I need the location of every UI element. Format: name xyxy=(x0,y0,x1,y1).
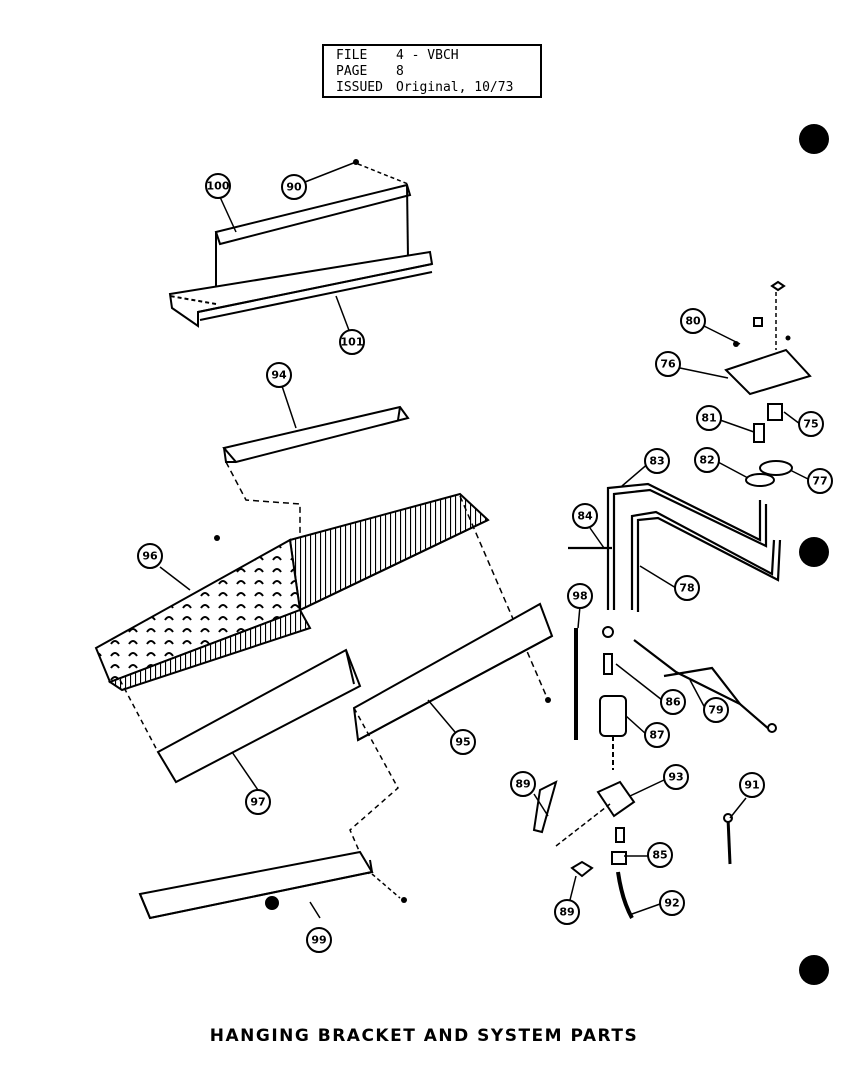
callout-82: 82 xyxy=(694,447,720,473)
callout-label: 99 xyxy=(311,934,326,947)
callout-81: 81 xyxy=(696,405,722,431)
bracket-98 xyxy=(532,780,558,834)
callout-83: 83 xyxy=(644,448,670,474)
punch-hole-top xyxy=(799,124,829,154)
callout-79: 79 xyxy=(703,697,729,723)
callout-label: 90 xyxy=(286,181,302,194)
hanging-bracket xyxy=(168,183,434,328)
callout-86: 86 xyxy=(660,689,686,715)
panel-95 xyxy=(352,602,554,742)
punch-hole-bottom xyxy=(799,955,829,985)
callout-label: 95 xyxy=(455,736,470,749)
callout-label: 79 xyxy=(708,704,723,717)
sleeve-86 xyxy=(603,653,613,675)
callout-80: 80 xyxy=(680,308,706,334)
callout-label: 97 xyxy=(250,796,265,809)
valve-93 xyxy=(596,780,636,818)
callout-label: 76 xyxy=(660,358,676,371)
callout-label: 87 xyxy=(649,729,664,742)
callout-75: 75 xyxy=(798,411,824,437)
callout-label: 92 xyxy=(664,897,679,910)
callout-99: 89 xyxy=(554,899,580,925)
callout-90: 90 xyxy=(281,174,307,200)
callout-101: 101 xyxy=(339,329,365,355)
file-label: FILE xyxy=(336,48,368,63)
callout-pan: 99 xyxy=(306,927,332,953)
callout-97: 97 xyxy=(245,789,271,815)
punch-hole-middle xyxy=(799,537,829,567)
page-label: PAGE xyxy=(336,64,368,79)
callout-78: 78 xyxy=(674,575,700,601)
screw-pan xyxy=(401,897,407,903)
callout-label: 78 xyxy=(679,582,694,595)
tube-88 xyxy=(574,628,578,740)
callout-label: 91 xyxy=(744,779,759,792)
fitting-89 xyxy=(570,860,594,878)
callout-label: 98 xyxy=(572,590,587,603)
callout-label: 94 xyxy=(271,369,287,382)
page-value: 8 xyxy=(396,64,404,79)
callout-label: 93 xyxy=(668,771,683,784)
callout-label: 75 xyxy=(803,418,818,431)
callout-92: 92 xyxy=(659,890,685,916)
callout-85: 85 xyxy=(647,842,673,868)
coil-assembly xyxy=(94,492,490,692)
callout-label: 80 xyxy=(685,315,701,328)
fitting-75 xyxy=(767,403,783,421)
tube-92 xyxy=(616,871,634,919)
mounting-plate-76 xyxy=(724,348,812,396)
tubing xyxy=(606,482,782,731)
leader-lines xyxy=(159,161,811,919)
callout-label: 89 xyxy=(559,906,574,919)
fitting-85 xyxy=(611,851,627,865)
file-value: 4 - VBCH xyxy=(396,48,459,63)
callout-label: 83 xyxy=(649,455,664,468)
screw-right xyxy=(545,697,551,703)
callout-label: 85 xyxy=(652,849,667,862)
callout-100: 100 xyxy=(205,173,231,199)
issued-label: ISSUED xyxy=(336,80,383,95)
callout-95: 95 xyxy=(450,729,476,755)
issued-value: Original, 10/73 xyxy=(396,80,514,95)
callout-label: 100 xyxy=(207,180,230,193)
drain-pan xyxy=(138,850,374,920)
callout-98: 98 xyxy=(567,583,593,609)
callout-label: 82 xyxy=(699,454,714,467)
strip-94 xyxy=(222,405,410,464)
callout-label: 89 xyxy=(515,778,530,791)
callout-76: 76 xyxy=(655,351,681,377)
callout-96: 96 xyxy=(137,543,163,569)
callout-94: 94 xyxy=(266,362,292,388)
drier-87 xyxy=(599,695,627,737)
diagram-caption: HANGING BRACKET AND SYSTEM PARTS xyxy=(209,1026,639,1046)
callout-77: 77 xyxy=(807,468,833,494)
panel-97 xyxy=(156,648,362,784)
callout-label: 84 xyxy=(577,510,593,523)
callout-93: 93 xyxy=(663,764,689,790)
callout-87: 87 xyxy=(644,722,670,748)
washer-82 xyxy=(745,473,775,487)
callout-89: 89 xyxy=(510,771,536,797)
callout-84: 84 xyxy=(572,503,598,529)
fitting-81 xyxy=(753,423,765,443)
callout-91: 91 xyxy=(739,772,765,798)
callout-label: 96 xyxy=(142,550,158,563)
callout-label: 81 xyxy=(701,412,716,425)
bolt-91 xyxy=(726,817,732,865)
file-info-box: FILE 4 - VBCH PAGE 8 ISSUED Original, 10/73 xyxy=(322,44,542,98)
callout-label: 86 xyxy=(665,696,681,709)
callout-label: 101 xyxy=(341,336,364,349)
callout-label: 77 xyxy=(812,475,827,488)
screw-coil xyxy=(214,535,220,541)
washer-77 xyxy=(759,460,793,476)
